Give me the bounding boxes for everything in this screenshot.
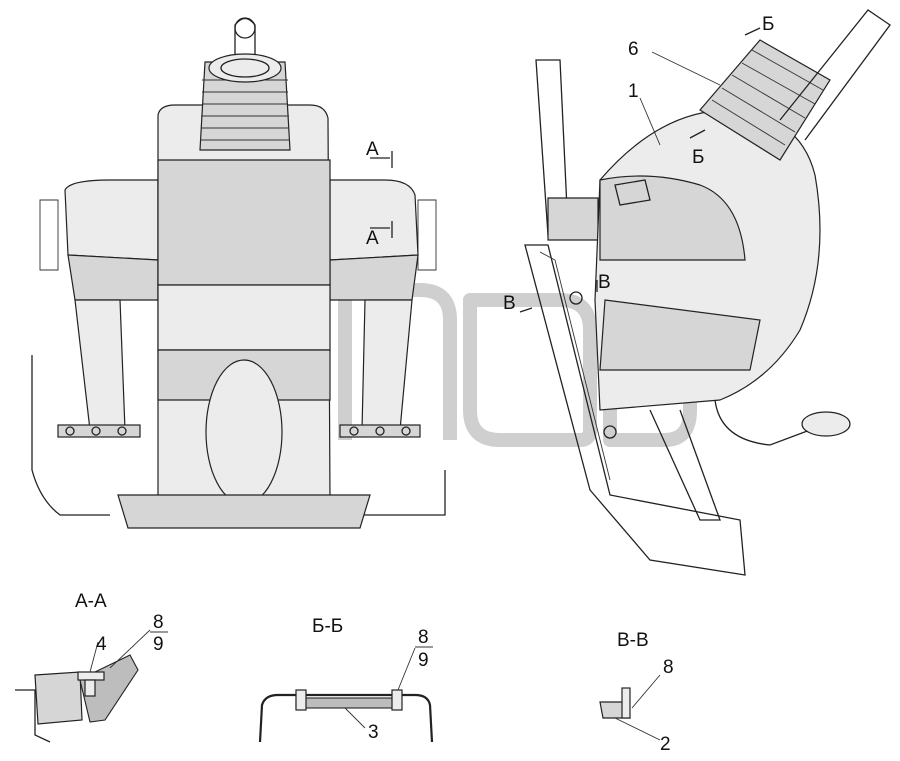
section-aa: А-А 4 8 9 <box>15 591 168 743</box>
section-bb-callout-3: 3 <box>368 722 379 743</box>
section-aa-title: А-А <box>75 591 107 612</box>
section-mark-a-bottom: А <box>366 228 379 249</box>
section-mark-b-bottom: Б <box>692 147 704 168</box>
section-vv: В-В 8 2 <box>599 630 674 755</box>
side-view: 6 1 Б Б В В <box>503 9 891 576</box>
section-aa-callout-9: 9 <box>153 634 164 655</box>
section-mark-v-left: В <box>503 293 516 314</box>
section-bb-callout-9: 9 <box>418 650 429 671</box>
callout-1: 1 <box>628 81 639 102</box>
section-aa-callout-8: 8 <box>153 612 164 633</box>
section-mark-v-right: В <box>598 272 611 293</box>
section-vv-title: В-В <box>617 630 649 651</box>
section-mark-a-top: А <box>366 139 379 160</box>
section-bb: Б-Б 3 8 9 <box>258 616 434 743</box>
section-bb-title: Б-Б <box>312 616 343 637</box>
section-aa-callout-4: 4 <box>96 634 107 655</box>
section-mark-b-top: Б <box>762 14 774 35</box>
section-vv-callout-8: 8 <box>663 657 674 678</box>
callout-6: 6 <box>628 39 639 60</box>
section-vv-callout-2: 2 <box>660 734 671 755</box>
section-bb-callout-8: 8 <box>418 627 429 648</box>
front-view: А А <box>31 17 446 529</box>
